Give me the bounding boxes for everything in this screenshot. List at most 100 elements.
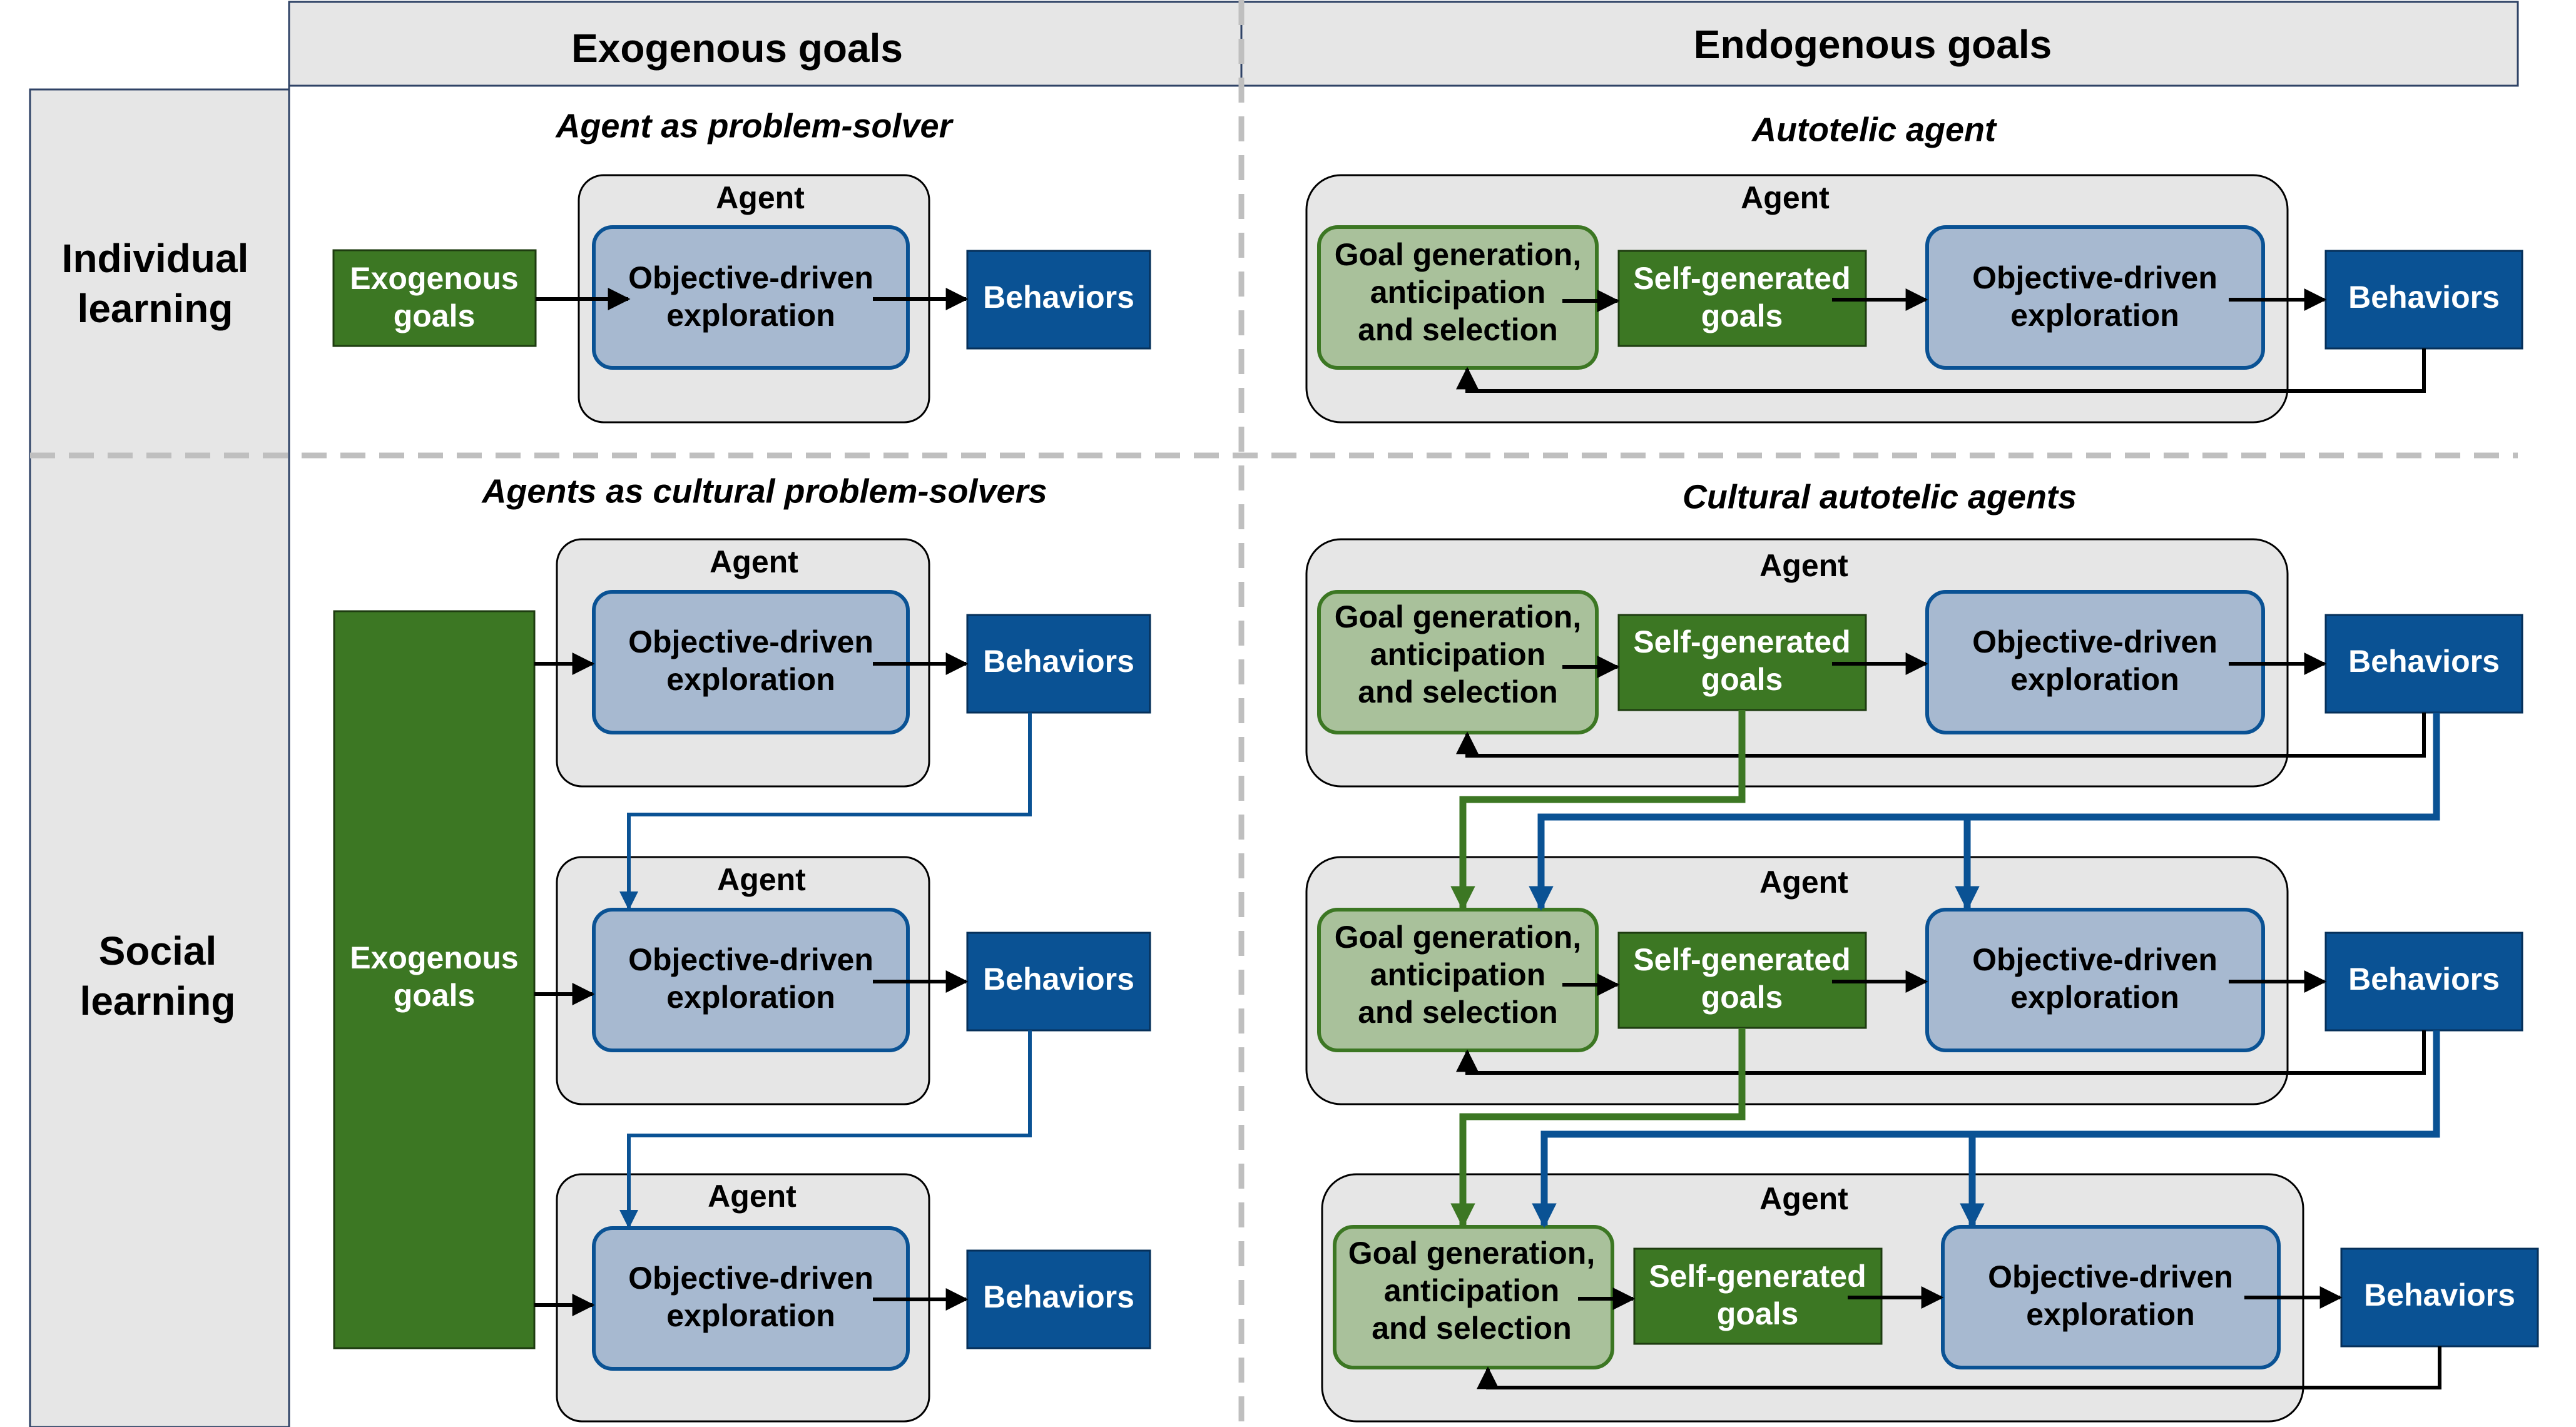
agent-1: Agent Objective-driven exploration Behav…	[534, 538, 1151, 788]
agent-label: Agent	[708, 1179, 797, 1214]
exogenous-goals-line1: Exogenous	[350, 261, 518, 296]
goal-generation-line3: and selection	[1358, 674, 1558, 709]
agent-3: Agent Objective-driven exploration Behav…	[534, 1173, 1151, 1423]
transmission-arrow-1-to-2	[619, 713, 1032, 910]
behaviors-box	[966, 614, 1151, 714]
row-header-box	[29, 88, 290, 1427]
feedback-loop	[1477, 1346, 2441, 1389]
goal-generation-line1: Goal generation,	[1335, 920, 1582, 955]
q1-problem-solver: Agent Exogenous goals Objective-driven e…	[332, 174, 1151, 424]
transmission-arrow-2-to-3	[619, 1030, 1032, 1229]
section-autotelic: Autotelic agent	[1751, 111, 1997, 148]
autotelic-agent-1: Agent Goal generation, anticipation and …	[1305, 538, 2523, 788]
objective-driven-line1: Objective-driven	[1988, 1259, 2233, 1294]
section-problem-solver: Agent as problem-solver	[554, 107, 954, 145]
goal-generation-line2: anticipation	[1370, 275, 1546, 310]
self-generated-line2: goals	[1701, 662, 1783, 697]
agent-label: Agent	[1759, 1181, 1848, 1216]
behaviors-box	[966, 250, 1151, 350]
behavior-transmission-1-to-2	[1529, 713, 2440, 911]
objective-driven-line1: Objective-driven	[1972, 260, 2217, 295]
objective-driven-line1: Objective-driven	[628, 1261, 873, 1296]
exogenous-goals-bar	[333, 610, 536, 1349]
behaviors-label: Behaviors	[2348, 280, 2500, 315]
objective-driven-line2: exploration	[2010, 298, 2179, 333]
self-generated-line1: Self-generated	[1633, 261, 1850, 296]
behaviors-box	[2324, 614, 2523, 714]
objective-driven-line1: Objective-driven	[628, 624, 873, 659]
exogenous-goals-line2: goals	[394, 978, 476, 1013]
agent-label: Agent	[1759, 548, 1848, 583]
goal-generation-line2: anticipation	[1370, 957, 1546, 992]
goal-transmission-2-to-3	[1450, 1028, 1746, 1228]
goal-generation-line3: and selection	[1372, 1311, 1572, 1346]
self-generated-line1: Self-generated	[1633, 624, 1850, 659]
header-endogenous-box	[1240, 1, 2519, 87]
behaviors-label: Behaviors	[983, 1279, 1134, 1314]
agent-label: Agent	[1741, 180, 1830, 215]
row-social-line1: Social	[99, 928, 217, 973]
section-cultural-autotelic: Cultural autotelic agents	[1683, 478, 2077, 515]
objective-driven-line1: Objective-driven	[628, 942, 873, 977]
autotelic-agent-3: Agent Goal generation, anticipation and …	[1321, 1173, 2539, 1423]
goal-generation-line2: anticipation	[1384, 1273, 1560, 1308]
objective-driven-line2: exploration	[666, 298, 835, 333]
row-individual-line2: learning	[78, 286, 233, 331]
behaviors-label: Behaviors	[2348, 962, 2500, 997]
behaviors-box	[2324, 250, 2523, 350]
objective-driven-line2: exploration	[666, 1298, 835, 1333]
behaviors-box	[966, 1249, 1151, 1349]
objective-driven-line1: Objective-driven	[628, 260, 873, 295]
header-exogenous-box	[288, 1, 1243, 87]
feedback-loop	[1456, 1030, 2426, 1075]
exogenous-goals-box	[332, 249, 537, 347]
goal-generation-line1: Goal generation,	[1335, 599, 1582, 634]
row-individual-line1: Individual	[62, 236, 249, 281]
header-endogenous: Endogenous goals	[1694, 22, 2052, 67]
objective-driven-line2: exploration	[666, 662, 835, 697]
goal-generation-line3: and selection	[1358, 995, 1558, 1030]
behaviors-box	[966, 932, 1151, 1032]
objective-driven-line2: exploration	[2026, 1297, 2194, 1332]
agent-label: Agent	[716, 180, 805, 215]
self-generated-line2: goals	[1717, 1296, 1799, 1331]
exogenous-goals-line1: Exogenous	[350, 940, 518, 975]
q2-autotelic-agent: Agent Goal generation, anticipation and …	[1305, 174, 2523, 424]
behaviors-label: Behaviors	[2364, 1277, 2515, 1313]
behavior-transmission-2-to-3	[1532, 1030, 2440, 1228]
self-generated-line1: Self-generated	[1649, 1259, 1866, 1294]
self-generated-line2: goals	[1701, 980, 1783, 1015]
behaviors-box	[2324, 932, 2523, 1032]
behaviors-label: Behaviors	[983, 280, 1134, 315]
q4-cultural-autotelic-agents: Agent Goal generation, anticipation and …	[1305, 538, 2539, 1423]
objective-driven-line2: exploration	[2010, 980, 2179, 1015]
header-exogenous: Exogenous goals	[571, 26, 903, 71]
self-generated-line1: Self-generated	[1633, 942, 1850, 977]
feedback-loop	[1456, 348, 2426, 393]
objective-driven-line1: Objective-driven	[1972, 624, 2217, 659]
goal-generation-line1: Goal generation,	[1348, 1236, 1596, 1271]
objective-driven-line1: Objective-driven	[1972, 942, 2217, 977]
agent-label: Agent	[717, 862, 806, 897]
behaviors-label: Behaviors	[2348, 644, 2500, 679]
agent-label: Agent	[710, 544, 798, 579]
self-generated-line2: goals	[1701, 298, 1783, 333]
agent-2: Agent Objective-driven exploration Behav…	[534, 856, 1151, 1105]
q3-cultural-problem-solvers: Exogenous goals Agent Objective-driven e…	[333, 538, 1151, 1423]
behaviors-label: Behaviors	[983, 962, 1134, 997]
row-social-line2: learning	[80, 978, 236, 1023]
section-cultural-problem-solvers: Agents as cultural problem-solvers	[481, 472, 1047, 510]
goal-generation-line3: and selection	[1358, 312, 1558, 347]
objective-driven-line2: exploration	[666, 980, 835, 1015]
autotelic-agent-2: Agent Goal generation, anticipation and …	[1305, 856, 2523, 1105]
objective-driven-line2: exploration	[2010, 662, 2179, 697]
goal-generation-line2: anticipation	[1370, 637, 1546, 672]
goal-generation-line1: Goal generation,	[1335, 237, 1582, 272]
exogenous-goals-line2: goals	[394, 298, 476, 333]
self-generated-box	[1617, 614, 1867, 711]
feedback-loop	[1456, 713, 2426, 758]
self-generated-box	[1617, 932, 1867, 1029]
goal-transmission-1-to-2	[1450, 710, 1746, 911]
agent-label: Agent	[1759, 865, 1848, 900]
